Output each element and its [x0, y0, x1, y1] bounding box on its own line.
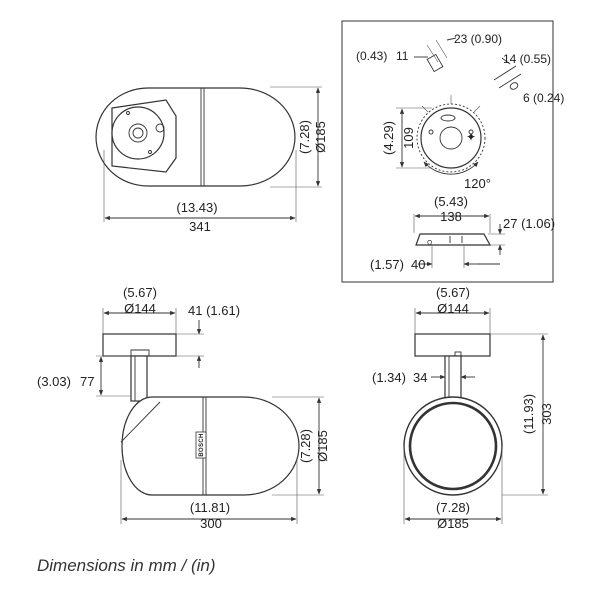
side-mount-in: (5.67) [123, 285, 157, 300]
pin-diameter: 6 (0.24) [523, 91, 564, 105]
front-mount-base [414, 333, 491, 357]
offset-in: (1.57) [370, 257, 404, 272]
mounting-detail: (0.43) 11 23 (0.90) 14 (0.55) 6 (0.24) ✦ [341, 20, 564, 283]
front-view: (5.67) Ø144 (1.34) 34 (11.93) 303 (7.28)… [372, 285, 554, 531]
top-view: (7.28) Ø185 (13.43) 341 [95, 86, 328, 234]
plate-height-mm: 109 [401, 127, 416, 149]
mount-plate-top: ✦ 120° (4.29) 109 [381, 95, 491, 191]
side-housing [121, 396, 300, 496]
top-view-length-mm: 341 [189, 219, 211, 234]
pin-detail: 14 (0.55) 6 (0.24) [493, 52, 564, 105]
base-width-in: (5.43) [434, 194, 468, 209]
svg-text:✦: ✦ [466, 130, 476, 144]
side-mount-height: 41 (1.61) [188, 303, 240, 318]
front-face-in: (7.28) [436, 500, 470, 515]
front-face-mm: Ø185 [437, 516, 469, 531]
pin-length: 14 (0.55) [503, 52, 551, 66]
side-length-in: (11.81) [190, 500, 230, 515]
offset-mm: 40 [411, 257, 425, 272]
angle-label: 120° [464, 176, 491, 191]
top-view-height-in: (7.28) [297, 120, 312, 154]
mount-base-side: (5.43) 138 Ω 27 (1.06) (1.57) 40 [370, 194, 555, 272]
mounting-detail-frame [341, 20, 554, 283]
side-mount-base [102, 333, 177, 357]
side-view: (5.67) Ø144 41 (1.61) (3.03) 77 BOSCH (7… [37, 285, 330, 531]
screw-in: (0.43) [356, 49, 387, 63]
top-view-length-in: (13.43) [176, 200, 217, 215]
front-total-mm: 303 [539, 403, 554, 425]
side-mount-mm: Ø144 [124, 301, 156, 316]
base-width-mm: 138 [440, 209, 462, 224]
front-lens-inner [408, 401, 498, 491]
front-stem-mm: 34 [413, 370, 427, 385]
side-height-mm: Ø185 [315, 430, 330, 462]
side-drop-mm: 77 [80, 374, 94, 389]
screw-mm: 11 [396, 49, 409, 63]
side-drop-in: (3.03) [37, 374, 71, 389]
screw-detail: (0.43) 11 23 (0.90) [356, 32, 502, 73]
front-lens-outer [403, 396, 503, 496]
side-length-mm: 300 [200, 516, 222, 531]
svg-text:Ω: Ω [427, 240, 432, 247]
front-mount-in: (5.67) [436, 285, 470, 300]
side-stem [130, 355, 148, 402]
side-height-in: (7.28) [298, 429, 313, 463]
screw-length: 23 (0.90) [454, 32, 502, 46]
top-view-mount-ring [111, 106, 165, 160]
front-stem-in: (1.34) [372, 370, 406, 385]
units-caption: Dimensions in mm / (in) [37, 556, 216, 575]
base-height: 27 (1.06) [503, 216, 555, 231]
brand-label: BOSCH [199, 433, 205, 456]
front-total-in: (11.93) [521, 394, 536, 434]
top-view-height-mm: Ø185 [313, 121, 328, 153]
front-mount-mm: Ø144 [437, 301, 469, 316]
brand-label-box [195, 431, 207, 459]
front-stem [444, 355, 462, 402]
plate-height-in: (4.29) [381, 121, 396, 155]
